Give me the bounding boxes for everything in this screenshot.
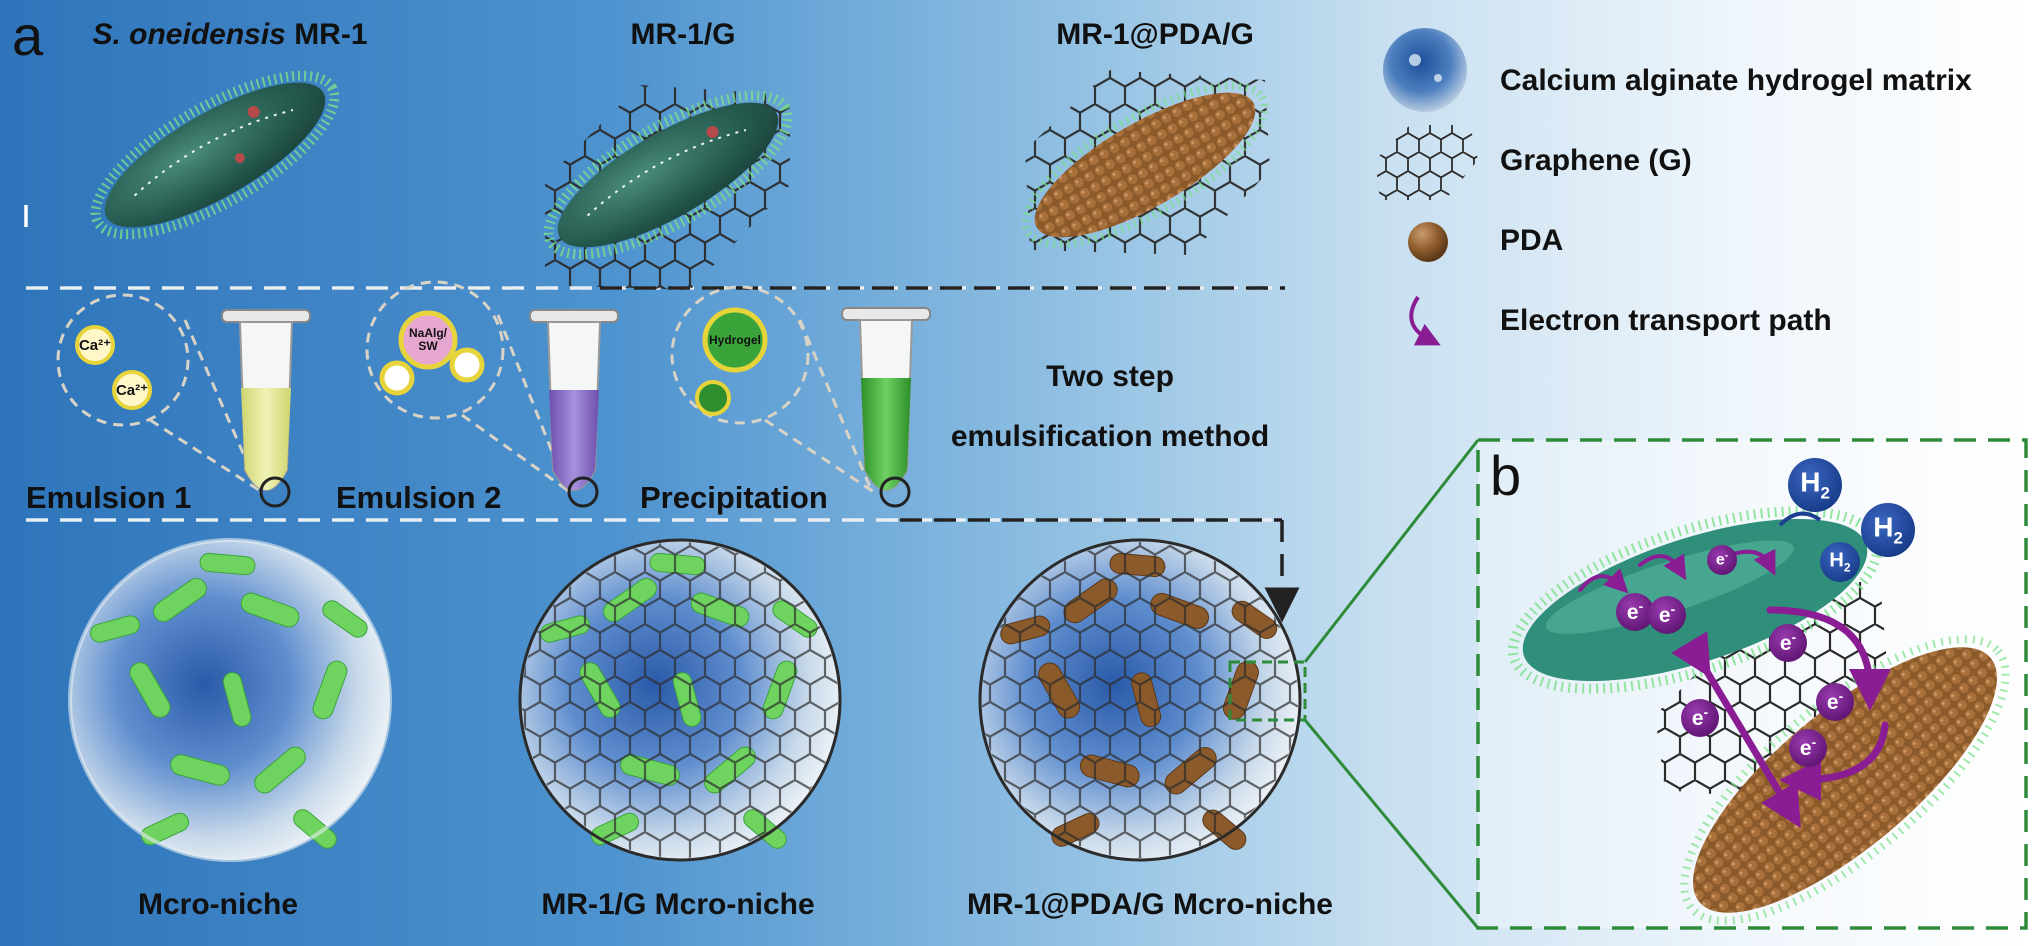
label-mr1-g-micro-niche: MR-1/G Mcro-niche	[541, 888, 815, 921]
h2-label-1: H2	[1800, 467, 1830, 504]
legend-label-graphene: Graphene (G)	[1500, 144, 1692, 177]
electron-label-1-sup: -	[1638, 599, 1644, 614]
bacterium-pda-graphene	[1021, 70, 1270, 255]
label-precipitation: Precipitation	[640, 480, 828, 515]
panel-a-letter: a	[12, 4, 44, 67]
label-mr1-italic: S. oneidensis	[92, 18, 286, 51]
electron-label-6-sup: -	[1838, 689, 1844, 704]
electron-particles	[1616, 545, 1854, 767]
naalg-label-line2: SW	[418, 339, 438, 353]
electron-label-6: e-	[1827, 689, 1843, 715]
label-mr1-pda-g-micro-niche: MR-1@PDA/G Mcro-niche	[967, 888, 1333, 921]
h2-label-2: H2	[1873, 512, 1903, 549]
electron-label-7-sup: -	[1811, 735, 1817, 750]
legend-label-electron-path: Electron transport path	[1500, 304, 1832, 337]
legend-label-hydrogel: Calcium alginate hydrogel matrix	[1500, 64, 1972, 97]
graphene-sheet-icon	[1375, 125, 1478, 200]
tube-1	[221, 309, 311, 508]
h2-molecules	[1778, 458, 1915, 582]
electron-label-5-sup: -	[1703, 705, 1709, 720]
label-mr1-pda-g: MR-1@PDA/G	[1056, 18, 1254, 51]
zoom-connector	[1303, 439, 1480, 929]
pda-particle-icon	[1408, 222, 1448, 262]
electron-label-4: e-	[1780, 630, 1796, 656]
ca-ion-label-1: Ca²⁺	[78, 337, 112, 354]
legend-label-pda: PDA	[1500, 224, 1564, 257]
electron-label-5-e: e	[1691, 707, 1704, 730]
curved-arrow-icon	[1409, 295, 1441, 346]
electron-label-5: e-	[1692, 705, 1708, 731]
h2-label-3-sub: 2	[1843, 560, 1851, 575]
electron-label-7: e-	[1800, 735, 1816, 761]
h2-label-1-sub: 2	[1820, 483, 1830, 503]
electron-label-3: e-	[1716, 550, 1728, 569]
label-mr1-name: MR-1	[285, 18, 368, 51]
tube-3	[841, 307, 931, 508]
electron-label-2-sup: -	[1670, 602, 1676, 617]
emulsion-inset-1	[56, 293, 263, 494]
h2-label-2-h: H	[1873, 511, 1894, 543]
label-micro-niche: Mcro-niche	[137, 888, 299, 921]
electron-label-2-e: e	[1658, 604, 1671, 627]
hydrogel-label: Hydrogel	[708, 333, 762, 347]
electron-label-4-e: e	[1779, 632, 1792, 655]
mr1-pda-g-micro-niche-sphere	[978, 538, 1307, 862]
label-mr1-g: MR-1/G	[630, 18, 736, 51]
naalg-label-line1: NaAlg/	[408, 326, 448, 340]
bacterium-mr1	[90, 70, 340, 240]
hydrogel-bead-icon	[1383, 28, 1467, 112]
legend-icons	[1375, 28, 1478, 346]
electron-label-1: e-	[1627, 599, 1643, 625]
bacterium-mr1-graphene	[543, 85, 793, 290]
label-mr1: S. oneidensis MR-1	[92, 18, 367, 52]
method-label-line2: emulsification method	[950, 420, 1270, 453]
h2-label-2-sub: 2	[1893, 528, 1903, 548]
mr1-g-micro-niche-sphere	[518, 538, 842, 862]
electron-label-6-e: e	[1826, 691, 1839, 714]
label-emulsion-2: Emulsion 2	[336, 480, 502, 515]
micro-niche-sphere	[68, 538, 392, 862]
electron-label-3-sup: -	[1724, 550, 1729, 562]
ca-ion-label-2: Ca²⁺	[115, 382, 149, 399]
electron-label-1-e: e	[1626, 601, 1639, 624]
electron-transport-arrows	[1578, 548, 1891, 829]
tube-2	[529, 309, 619, 508]
h2-label-1-h: H	[1800, 466, 1821, 498]
h2-label-3-h: H	[1829, 549, 1844, 572]
naalg-label: NaAlg/ SW	[409, 327, 447, 353]
electron-label-4-sup: -	[1791, 630, 1797, 645]
h2-label-3: H2	[1829, 550, 1850, 575]
method-label-line1: Two step	[1046, 360, 1174, 393]
electron-label-3-e: e	[1715, 551, 1725, 569]
electron-label-7-e: e	[1799, 737, 1812, 760]
emulsion-inset-3	[670, 285, 875, 494]
label-emulsion-1: Emulsion 1	[26, 480, 192, 515]
electron-label-2: e-	[1659, 602, 1675, 628]
panel-b-letter: b	[1490, 444, 1522, 507]
